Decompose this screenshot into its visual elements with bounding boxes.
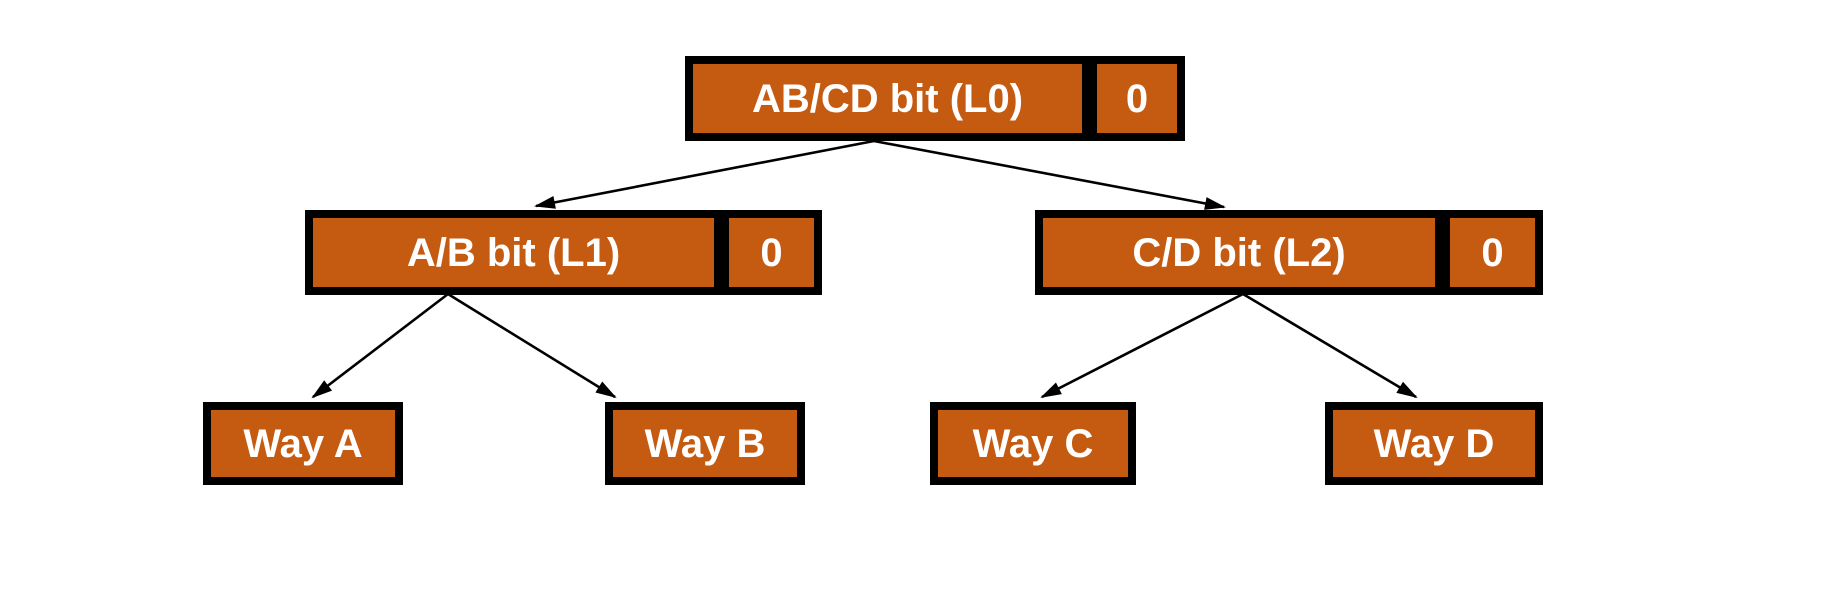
edge-l0-to-l1-arrow <box>534 139 875 209</box>
edge-l1-to-way-a-arrow <box>311 292 449 399</box>
edge-l2-to-way-d-arrow <box>1242 292 1418 399</box>
edge-l1-to-way-b-arrow <box>447 292 617 399</box>
edge-l2-to-way-c-arrow <box>1040 292 1244 399</box>
tree-leaf-way-b: Way B <box>605 402 805 485</box>
tree-node-l1: A/B bit (L1) 0 <box>305 210 822 295</box>
tree-node-l2-value-bit: 0 <box>1450 218 1535 287</box>
tree-node-l0-label: AB/CD bit (L0) <box>693 64 1082 133</box>
edge-l0-to-l2-arrow <box>873 139 1226 210</box>
tree-node-l1-label: A/B bit (L1) <box>313 218 714 287</box>
tree-node-l1-value-bit: 0 <box>729 218 814 287</box>
tree-node-l0-value-bit: 0 <box>1097 64 1177 133</box>
tree-node-l2-label: C/D bit (L2) <box>1043 218 1435 287</box>
tree-node-l0: AB/CD bit (L0) 0 <box>685 56 1185 141</box>
tree-leaf-way-d: Way D <box>1325 402 1543 485</box>
tree-leaf-way-c: Way C <box>930 402 1136 485</box>
tree-node-l2: C/D bit (L2) 0 <box>1035 210 1543 295</box>
tree-leaf-way-a: Way A <box>203 402 403 485</box>
